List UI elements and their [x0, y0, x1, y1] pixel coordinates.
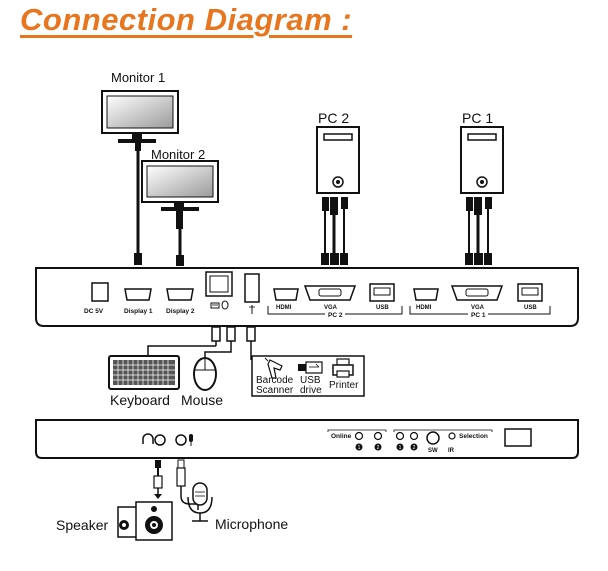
dc-label: DC 5V [84, 308, 104, 315]
monitor-1-cable [134, 151, 142, 265]
keyboard: Keyboard [108, 355, 180, 408]
monitor-2: Monitor 2 [141, 147, 219, 229]
mouse-label: Mouse [181, 392, 223, 408]
microphone-icon [187, 482, 213, 522]
display-1-port [124, 288, 152, 301]
microphone-label: Microphone [215, 516, 288, 532]
headphone-jack [154, 434, 166, 446]
pc-1-hdmi-label: HDMI [416, 305, 432, 311]
page-title: Connection Diagram : [20, 2, 353, 37]
online-label: Online [331, 433, 352, 440]
monitor-1-label: Monitor 1 [111, 70, 165, 85]
selection-group: 1 2 SW IR Selection [393, 429, 493, 454]
monitor-2-label: Monitor 2 [151, 147, 205, 162]
speaker-cable [153, 460, 163, 499]
selection-1-label: 1 [399, 445, 402, 451]
ir-label: IR [448, 448, 455, 454]
pc-2-group-label: PC 2 [328, 312, 343, 319]
dc-port [91, 282, 109, 302]
headphone-icon [142, 433, 154, 444]
keyboard-port-icon [210, 302, 220, 309]
barcode-scanner-icon [264, 357, 283, 379]
printer-icon [332, 358, 354, 378]
usb-drive-label-1: USB [300, 375, 321, 386]
barcode-label-1: Barcode [256, 375, 294, 386]
ir-sensor [448, 432, 456, 440]
pc-2-port-group: HDMI VGA USB PC 2 [267, 283, 403, 319]
peripheral-usb-port [244, 273, 260, 303]
speaker-icon [117, 501, 173, 541]
display-1-label: Display 1 [124, 308, 153, 315]
printer-label: Printer [329, 380, 359, 391]
sw-label: SW [428, 448, 438, 454]
rear-panel: DC 5V Display 1 Display 2 HDMI VGA [35, 267, 579, 327]
barcode-label-2: Scanner [256, 385, 294, 396]
pc-1: PC 1 [460, 110, 504, 265]
mic-jack [175, 434, 187, 446]
usb-drive-icon [298, 361, 323, 374]
speaker-label: Speaker [56, 517, 108, 533]
display-2-port [166, 288, 194, 301]
switch-button[interactable] [426, 431, 440, 445]
pc-1-label: PC 1 [462, 110, 493, 126]
pc-2-hdmi-label: HDMI [276, 305, 292, 311]
front-display-window [504, 428, 532, 447]
online-1-label: 1 [358, 445, 361, 451]
pc-1-port-group: HDMI VGA USB PC 1 [409, 283, 551, 319]
pc-1-vga-label: VGA [471, 305, 485, 311]
usb-icon [249, 305, 255, 314]
mic-cable [176, 459, 199, 510]
online-2-label: 2 [377, 445, 380, 451]
front-panel: Online 1 2 1 2 SW IR Selection [35, 419, 579, 459]
usb-devices-box: Barcode Scanner USB drive Printer [251, 355, 365, 397]
online-indicator-group: Online 1 2 [327, 429, 387, 451]
keyboard-label: Keyboard [110, 392, 170, 408]
selection-label: Selection [459, 433, 488, 440]
selection-2-label: 2 [413, 445, 416, 451]
pc-2-label: PC 2 [318, 110, 349, 126]
peripheral-cables [147, 326, 256, 360]
pc-2-vga-label: VGA [324, 305, 338, 311]
pc-2: PC 2 [316, 110, 360, 265]
pc-1-usb-label: USB [524, 305, 537, 311]
mouse: Mouse [181, 357, 223, 408]
display-2-label: Display 2 [166, 308, 195, 315]
mouse-port-icon [221, 300, 229, 310]
monitor-2-cable [176, 229, 184, 266]
pc-2-usb-label: USB [376, 305, 389, 311]
mic-icon [189, 434, 193, 446]
usb-drive-label-2: drive [300, 385, 322, 396]
pc-1-group-label: PC 1 [471, 312, 486, 319]
monitor-1: Monitor 1 [101, 70, 179, 151]
